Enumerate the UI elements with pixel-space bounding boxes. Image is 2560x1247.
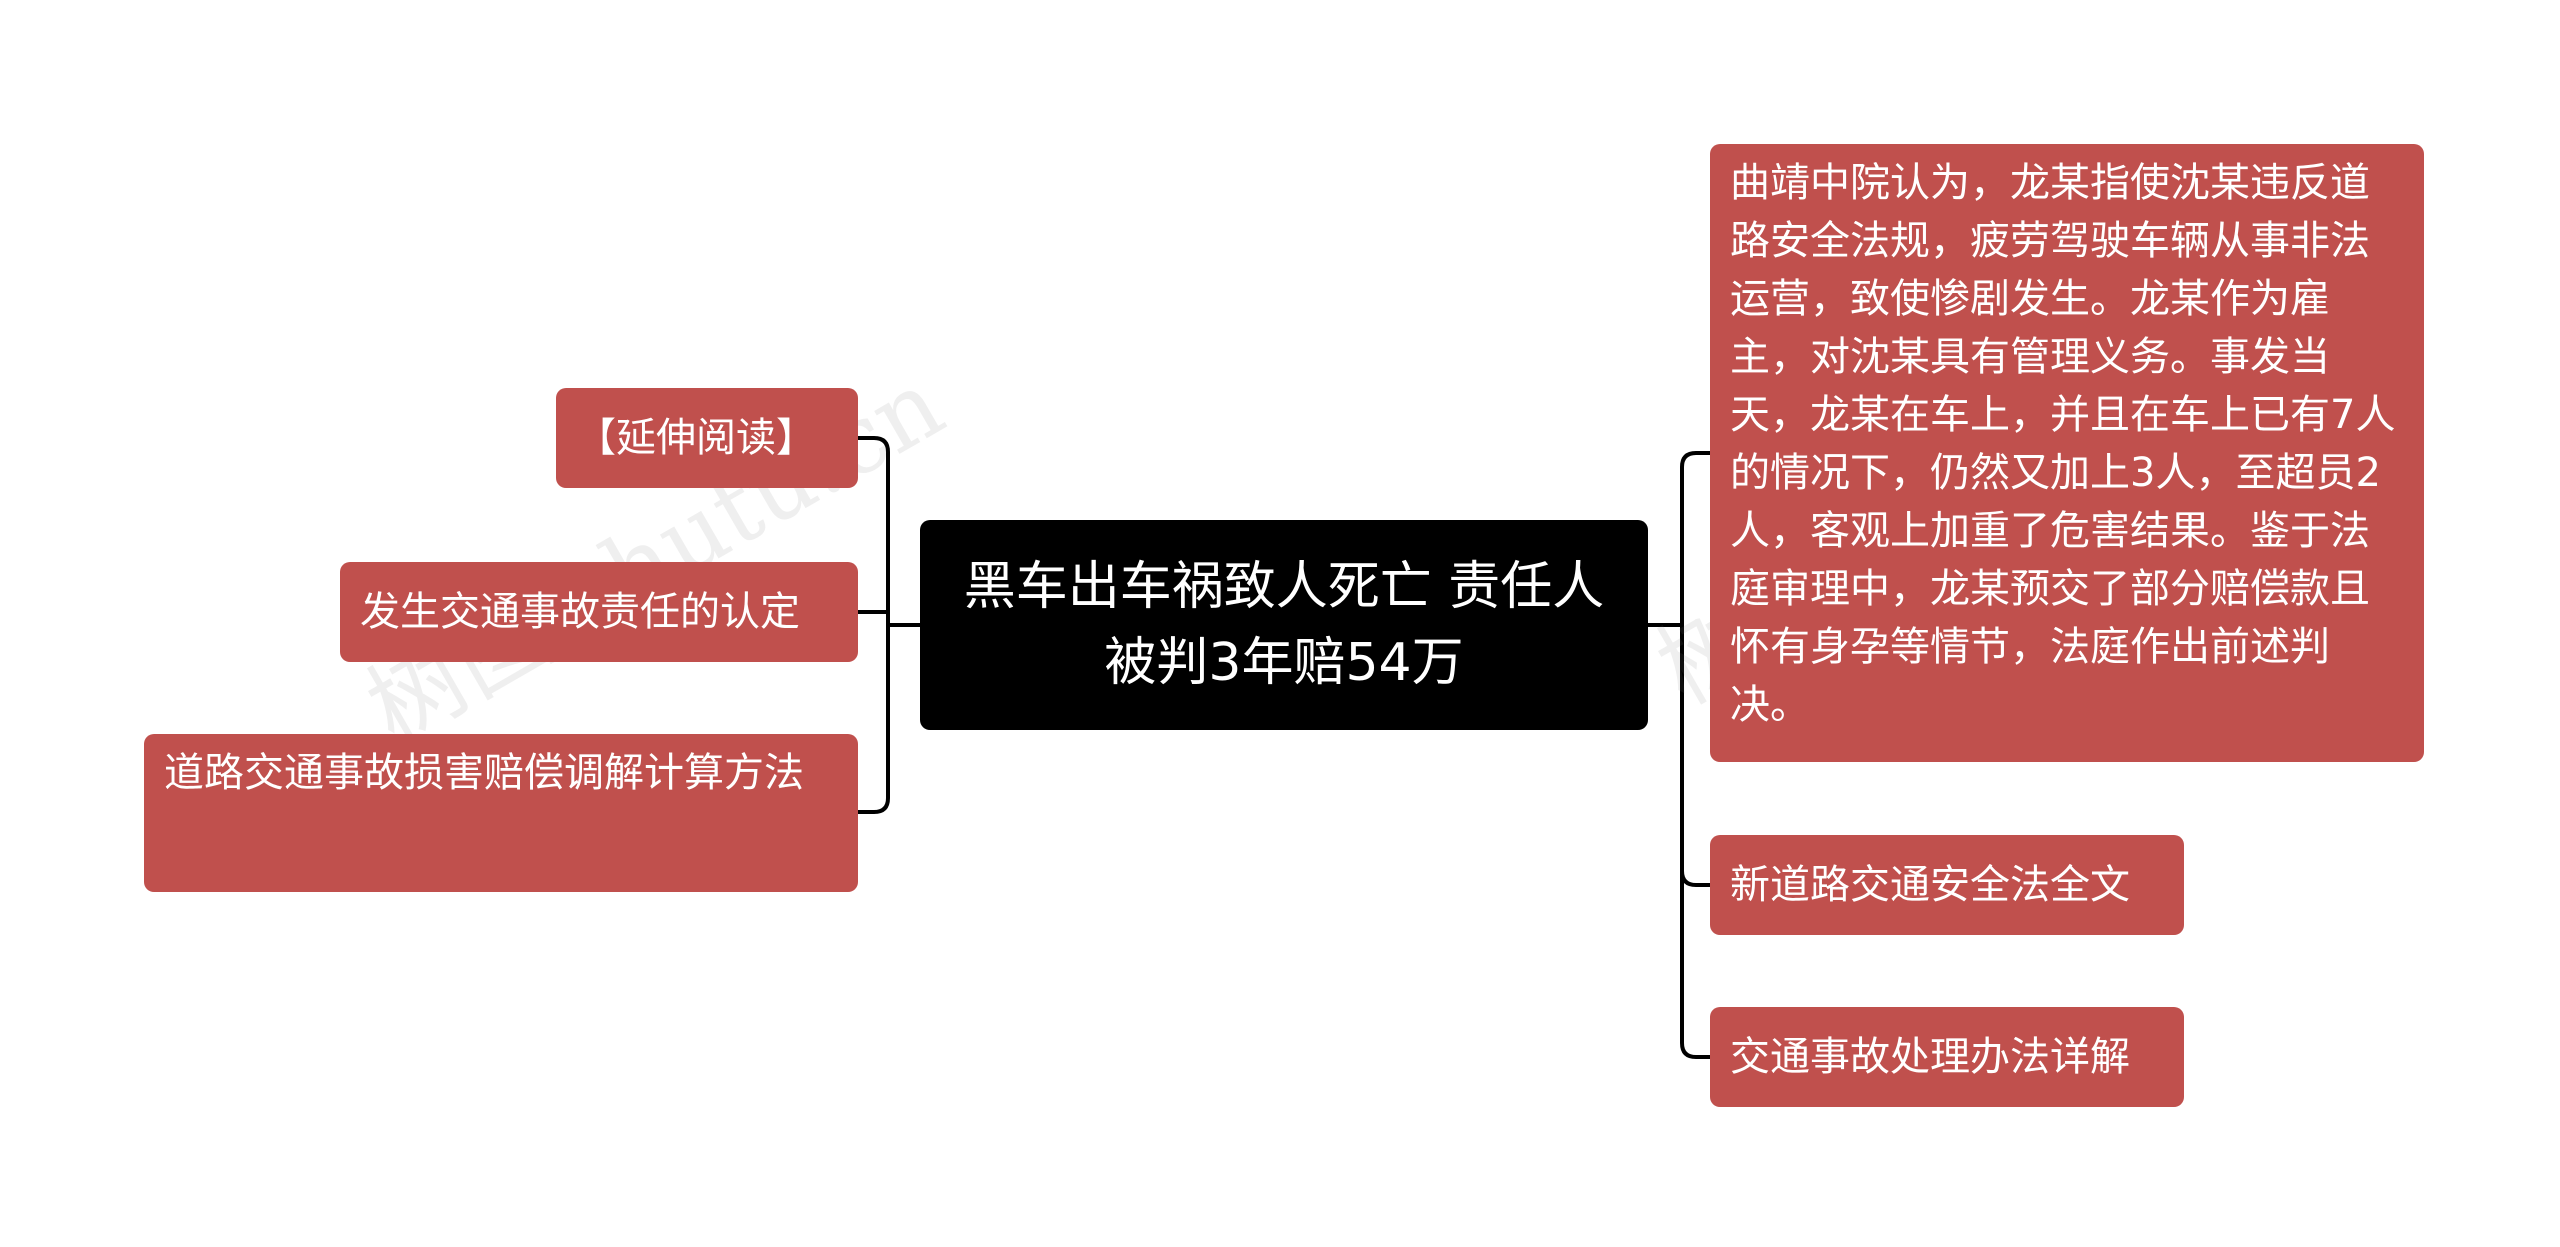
right-topic-court-ruling[interactable]: 曲靖中院认为，龙某指使沈某违反道路安全法规，疲劳驾驶车辆从事非法运营，致使惨剧发… [1710,144,2424,762]
root-topic-text: 黑车出车祸致人死亡 责任人被判3年赔54万 [963,557,1605,693]
right-link-middle [1680,870,1710,887]
right-topic-text: 曲靖中院认为，龙某指使沈某违反道路安全法规，疲劳驾驶车辆从事非法运营，致使惨剧发… [1730,160,2396,728]
right-topic-text: 交通事故处理办法详解 [1730,1034,2130,1080]
root-topic-node[interactable]: 黑车出车祸致人死亡 责任人被判3年赔54万 [920,520,1648,730]
left-topic-compensation-calculation[interactable]: 道路交通事故损害赔偿调解计算方法 [144,734,858,892]
left-topic-text: 发生交通事故责任的认定 [360,589,800,635]
left-topic-extended-reading[interactable]: 【延伸阅读】 [556,388,858,488]
right-topic-accident-handling-rules[interactable]: 交通事故处理办法详解 [1710,1007,2184,1107]
right-topic-traffic-safety-law[interactable]: 新道路交通安全法全文 [1710,835,2184,935]
left-link-trunk [858,436,890,814]
left-topic-liability-determination[interactable]: 发生交通事故责任的认定 [340,562,858,662]
right-link-trunk [1680,451,1710,1059]
left-topic-text: 道路交通事故损害赔偿调解计算方法 [164,750,804,796]
right-topic-text: 新道路交通安全法全文 [1730,862,2130,908]
left-topic-text: 【延伸阅读】 [576,415,816,461]
